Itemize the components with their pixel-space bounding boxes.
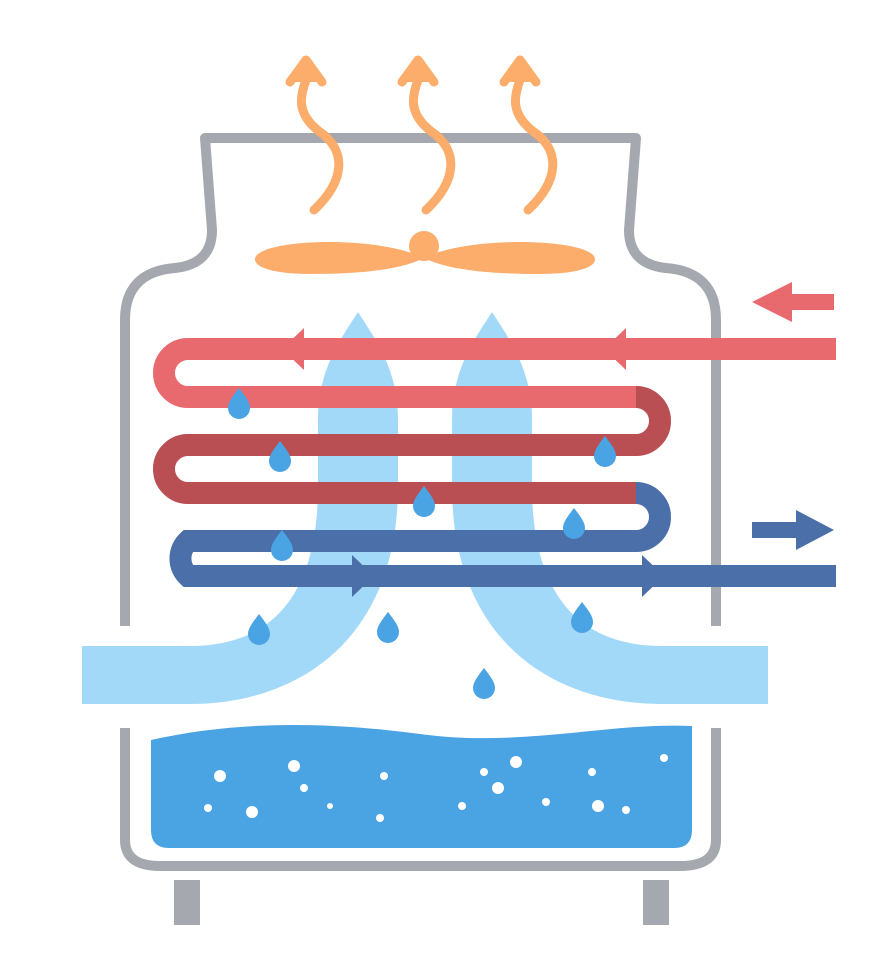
- basin-bubbles: [204, 754, 668, 822]
- bubble: [492, 782, 504, 794]
- tower-leg-left: [174, 880, 200, 925]
- fan-blade-right: [424, 242, 596, 274]
- droplet-icon: [377, 612, 399, 643]
- bubble: [660, 754, 668, 762]
- wavy-up-arrow-icon: [397, 55, 456, 215]
- bubble: [214, 770, 226, 782]
- coil-pipe: [153, 338, 836, 587]
- tower-leg-right: [643, 880, 669, 925]
- tower-housing-upper: [120, 133, 721, 626]
- outlet-arrow-shaft: [752, 522, 798, 538]
- inlet-arrow: [752, 282, 834, 322]
- bubble: [300, 784, 308, 792]
- wavy-up-arrow-icon: [499, 55, 558, 215]
- inlet-arrow-shaft: [790, 294, 834, 310]
- bubble: [376, 814, 384, 822]
- bubble: [204, 804, 212, 812]
- airflow: [82, 312, 768, 704]
- outlet-arrow: [752, 510, 834, 550]
- bubble: [480, 768, 488, 776]
- coil-pipe-warm-section: [153, 386, 671, 504]
- tower-housing-lower: [120, 728, 721, 871]
- coil-pipe-hot-section: [153, 338, 836, 408]
- droplet-icon: [571, 602, 593, 633]
- bubble: [288, 760, 300, 772]
- fan-hub: [409, 231, 439, 261]
- droplet-icon: [563, 508, 585, 539]
- bubble: [542, 798, 550, 806]
- exhaust-arrows: [285, 55, 558, 215]
- left-arrow-icon: [752, 282, 792, 322]
- bubble: [622, 806, 630, 814]
- coil-flow-markers: [282, 328, 664, 597]
- coil-pipe-cool-section: [169, 482, 836, 587]
- bubble: [246, 806, 258, 818]
- bubble: [510, 756, 522, 768]
- right-arrow-icon: [796, 510, 834, 550]
- basin-water: [151, 724, 692, 848]
- airflow-left-stream: [82, 312, 398, 704]
- bubble: [592, 800, 604, 812]
- droplet-icon: [248, 614, 270, 645]
- flow-left-arrow-icon: [604, 328, 626, 370]
- bubble: [380, 772, 388, 780]
- bubble: [588, 768, 596, 776]
- flow-right-arrow-icon: [642, 555, 664, 597]
- droplet-icon: [473, 668, 495, 699]
- bubble: [458, 802, 466, 810]
- airflow-right-stream: [452, 312, 768, 704]
- wavy-up-arrow-icon: [285, 55, 344, 215]
- flow-left-arrow-icon: [282, 328, 304, 370]
- fan-blade-left: [254, 242, 424, 274]
- bubble: [327, 803, 333, 809]
- fan-icon: [254, 231, 596, 274]
- flow-right-arrow-icon: [352, 555, 374, 597]
